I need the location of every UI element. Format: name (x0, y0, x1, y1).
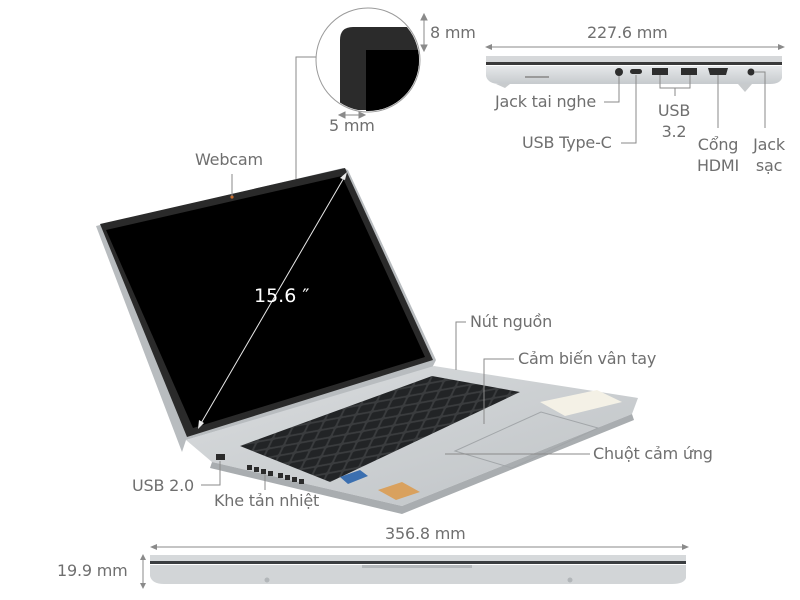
usb-3-2-line1: USB (657, 101, 691, 120)
label-vents: Khe tản nhiệt (214, 491, 320, 510)
label-power-button: Nút nguồn (470, 312, 553, 331)
charging-line2: sạc (755, 155, 783, 175)
label-headphone-jack: Jack tai nghe (495, 92, 596, 111)
bezel-side-dimension: 5 mm (329, 116, 375, 135)
usb-3-2-line2: 3.2 (661, 121, 687, 141)
depth-dimension: 227.6 mm (587, 23, 668, 42)
thickness-dimension: 19.9 mm (57, 561, 128, 580)
hdmi-line1: Cổng (697, 135, 739, 154)
front-view (140, 544, 689, 589)
label-webcam: Webcam (195, 150, 263, 169)
label-touchpad: Chuột cảm ứng (593, 444, 713, 463)
charging-line1: Jack (753, 135, 785, 154)
label-charging-jack: Jack sạc (749, 136, 789, 174)
bezel-zoom-circle (295, 7, 421, 180)
laptop-main (96, 168, 638, 514)
side-view (485, 44, 785, 144)
label-usb-3-2: USB 3.2 (656, 102, 692, 140)
width-dimension: 356.8 mm (385, 524, 466, 543)
screen-size-label: 15.6 ″ (254, 285, 310, 307)
hdmi-line2: HDMI (696, 155, 740, 175)
bezel-top-dimension: 8 mm (430, 23, 476, 42)
label-usb-2-0: USB 2.0 (132, 476, 194, 495)
label-hdmi-port: Cổng HDMI (694, 136, 742, 174)
label-usb-type-c: USB Type-C (522, 133, 612, 152)
label-fingerprint-sensor: Cảm biến vân tay (518, 349, 657, 368)
